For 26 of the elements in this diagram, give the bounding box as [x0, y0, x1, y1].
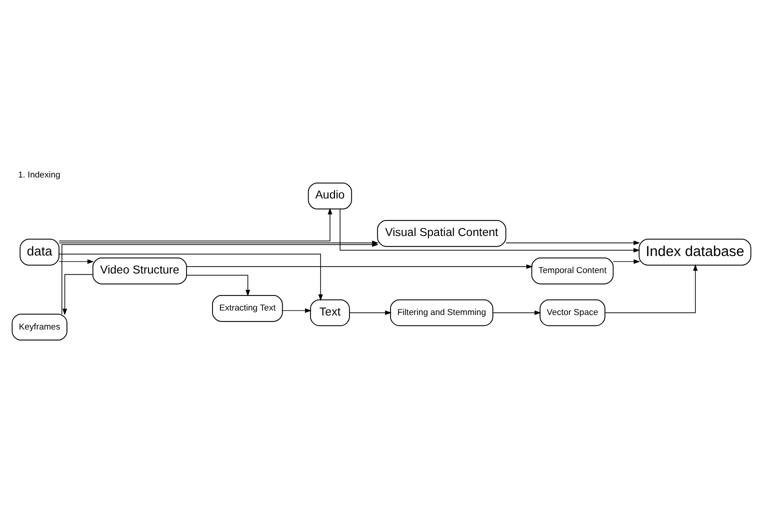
arrow — [340, 208, 640, 253]
arrow — [506, 240, 640, 246]
arrow — [58, 259, 94, 264]
node-box: Index database — [638, 238, 752, 266]
arrow — [186, 274, 250, 296]
node-box: data — [20, 238, 60, 266]
node-box: Vector Space — [540, 299, 606, 326]
node-box: Video Structure — [92, 258, 187, 284]
arrow — [492, 310, 542, 315]
arrow — [604, 264, 698, 314]
arrow — [349, 310, 392, 315]
diagram-title: 1. Indexing — [18, 170, 60, 180]
arrow — [186, 264, 533, 269]
node-box: Filtering and Stemming — [390, 299, 494, 326]
arrow — [62, 242, 379, 314]
node-box: Audio — [308, 182, 352, 210]
node-box: Text — [310, 299, 350, 326]
arrow — [612, 259, 640, 264]
arrow — [282, 308, 312, 313]
arrow — [58, 208, 332, 242]
arrow — [62, 274, 94, 316]
node-box: Extracting Text — [212, 295, 283, 322]
node-box: Visual Spatial Content — [377, 220, 506, 247]
node-box: Keyframes — [12, 314, 68, 341]
arrow — [58, 254, 323, 301]
node-box: Temporal Content — [531, 258, 614, 284]
